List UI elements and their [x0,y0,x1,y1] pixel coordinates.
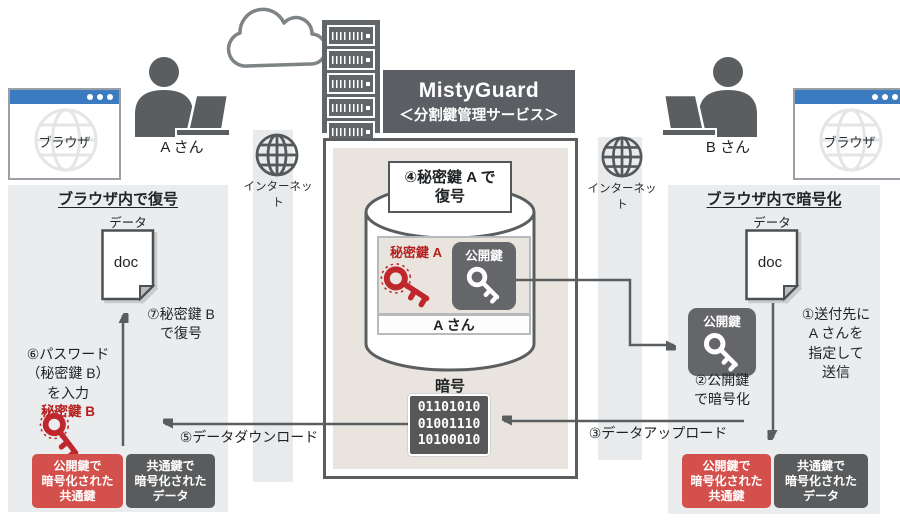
browser-titlebar [10,90,119,104]
public-key-db-icon: 公開鍵 [452,242,516,310]
service-title: MistyGuard [418,78,540,102]
rack-unit [327,25,375,46]
encrypted-data-box: 共通鍵で 暗号化された データ [126,454,215,508]
person-name-b: B さん [705,139,751,156]
key-owner-strip: A さん [377,314,531,335]
person-laptop-icon-b [661,57,757,137]
cipher-bits: 01101010 01001110 10100010 [417,399,481,449]
data-label: データ [109,216,147,230]
public-key-label: 公開鍵 [465,249,503,263]
encrypted-common-key-text: 公開鍵で 暗号化された 共通鍵 [41,458,114,503]
internet-globe-icon [601,136,643,178]
service-subtitle: ＜分割鍵管理サービス＞ [399,107,559,124]
encrypted-data-text: 共通鍵で 暗号化された データ [134,458,207,503]
encrypted-common-key-box: 公開鍵で 暗号化された 共通鍵 [682,454,771,508]
public-key-browser-icon: 公開鍵 [688,308,756,376]
step3-label: ③データアップロード [588,425,728,441]
person-name-a: A さん [160,139,204,156]
data-label: データ [753,216,791,230]
service-header: MistyGuard ＜分割鍵管理サービス＞ [383,70,575,133]
step6-label: ⑥パスワード （秘密鍵 B） を入力 [26,346,110,401]
person-laptop-icon-a [135,57,231,137]
internet-label: インターネット [587,183,657,211]
encrypted-data-box: 共通鍵で 暗号化された データ [774,454,868,508]
window-dot-icon [87,94,93,100]
window-dot-icon [107,94,113,100]
secret-key-a-icon [380,263,430,308]
browser-titlebar [795,90,900,104]
step5-label: ⑤データダウンロード [179,429,319,445]
browser-label: ブラウザ [38,135,91,150]
public-key-label: 公開鍵 [703,315,741,329]
window-dot-icon [882,94,888,100]
secret-key-a-label: 秘密鍵 A [389,245,442,260]
rack-unit [327,49,375,70]
globe-watermark-icon [34,108,98,172]
globe-watermark-icon [819,108,883,172]
window-dot-icon [872,94,878,100]
browser-window-b: ブラウザ [793,88,900,180]
rack-unit [327,97,375,118]
key-glyph-icon [703,332,738,372]
server-rack-icon [322,20,380,152]
step2-label: ②公開鍵 で暗号化 [694,372,750,408]
internet-globe-icon [255,133,299,177]
encrypted-data-text: 共通鍵で 暗号化された データ [784,458,857,503]
panel-title-decrypt: ブラウザ内で復号 [57,191,178,208]
doc-filename: doc [113,254,139,271]
document-icon: doc [100,228,156,302]
document-icon: doc [744,228,800,302]
panel-title-encrypt: ブラウザ内で暗号化 [706,191,842,208]
window-dot-icon [892,94,898,100]
rack-unit [327,73,375,94]
doc-filename: doc [757,254,783,271]
browser-label: ブラウザ [823,135,876,150]
window-dot-icon [97,94,103,100]
key-glyph-icon [466,266,500,304]
browser-window-a: ブラウザ [8,88,121,180]
step7-label: ⑦秘密鍵 B で復号 [147,306,215,342]
encrypted-common-key-text: 公開鍵で 暗号化された 共通鍵 [690,458,763,503]
step4-decrypt-box: ④秘密鍵 A で 復号 [388,161,512,213]
cipher-label: 暗号 [434,378,465,395]
internet-label: インターネット [243,181,313,209]
encrypted-common-key-box: 公開鍵で 暗号化された 共通鍵 [32,454,123,508]
step4-label: ④秘密鍵 A で 復号 [404,168,496,206]
cipher-binary-box: 01101010 01001110 10100010 [408,394,490,456]
step1-label: ①送付先に A さんを 指定して 送信 [801,306,871,380]
